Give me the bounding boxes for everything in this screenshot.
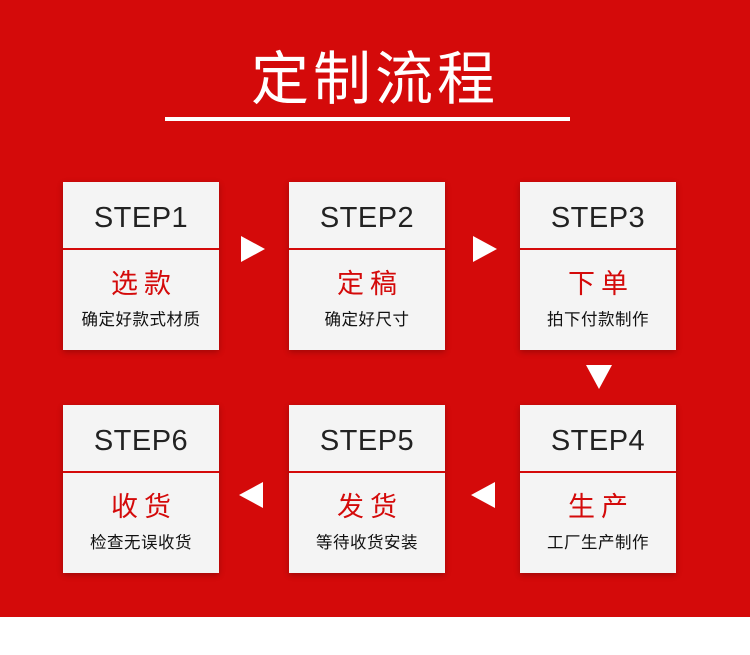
page-title: 定制流程: [250, 45, 499, 113]
card-divider: [289, 248, 445, 250]
step-number: STEP4: [550, 425, 646, 457]
step-card-5: STEP5 发货 等待收货安装: [289, 405, 445, 573]
title-underline: [165, 117, 570, 121]
step-name: 定稿: [337, 269, 403, 300]
step-card-2: STEP2 定稿 确定好尺寸: [289, 182, 445, 350]
arrow-down-icon: [586, 365, 612, 389]
step-number: STEP3: [550, 202, 646, 234]
arrow-right-icon: [473, 236, 497, 262]
step-name: 下单: [568, 269, 634, 300]
step-description: 确定好尺寸: [324, 310, 410, 329]
step-description: 工厂生产制作: [547, 533, 649, 552]
step-description: 检查无误收货: [90, 533, 192, 552]
step-card-3: STEP3 下单 拍下付款制作: [520, 182, 676, 350]
step-description: 等待收货安装: [316, 533, 418, 552]
step-number: STEP2: [319, 202, 415, 234]
card-divider: [63, 471, 219, 473]
step-number: STEP6: [93, 425, 189, 457]
step-card-1: STEP1 选款 确定好款式材质: [63, 182, 219, 350]
step-description: 拍下付款制作: [547, 310, 649, 329]
step-name: 发货: [337, 492, 403, 523]
background-panel: 定制流程 STEP1 选款 确定好款式材质 STEP2 定稿 确定好尺寸 STE…: [0, 0, 750, 617]
arrow-right-icon: [241, 236, 265, 262]
arrow-left-icon: [471, 482, 495, 508]
step-card-4: STEP4 生产 工厂生产制作: [520, 405, 676, 573]
step-number: STEP5: [319, 425, 415, 457]
step-name: 收货: [111, 492, 177, 523]
card-divider: [63, 248, 219, 250]
step-description: 确定好款式材质: [81, 310, 201, 329]
card-divider: [520, 471, 676, 473]
step-name: 选款: [111, 269, 177, 300]
card-divider: [289, 471, 445, 473]
card-divider: [520, 248, 676, 250]
step-card-6: STEP6 收货 检查无误收货: [63, 405, 219, 573]
step-name: 生产: [568, 492, 634, 523]
arrow-left-icon: [239, 482, 263, 508]
step-number: STEP1: [93, 202, 189, 234]
